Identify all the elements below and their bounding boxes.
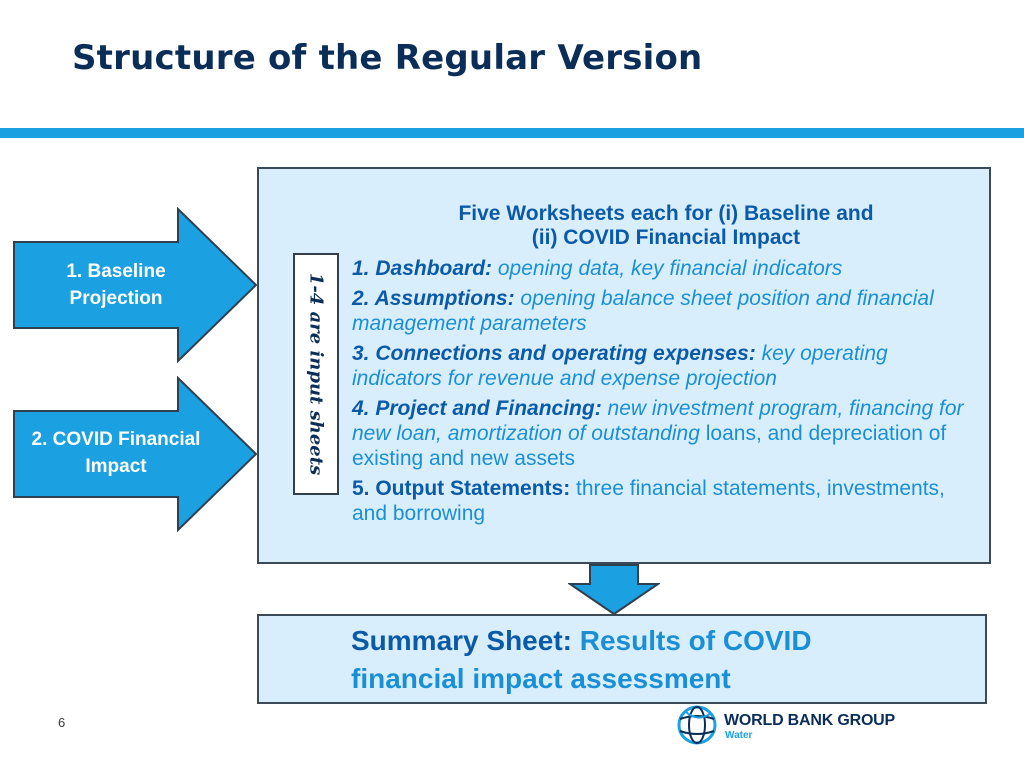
list-item: 2. Assumptions: opening balance sheet po… xyxy=(352,286,972,336)
list-item: 4. Project and Financing: new investment… xyxy=(352,396,972,471)
worksheet-key: 4. Project and Financing: xyxy=(352,397,602,420)
covid-arrow-label: 2. COVID Financial Impact xyxy=(31,429,201,477)
list-item: 1. Dashboard: opening data, key financia… xyxy=(352,256,972,281)
worksheets-heading: Five Worksheets each for (i) Baseline an… xyxy=(372,202,960,250)
input-sheets-label-text: 1-4 are input sheets xyxy=(305,272,327,476)
worksheet-desc-tail: loans, and depreciation of existing and … xyxy=(352,422,947,470)
worksheet-key: 5. Output Statements: xyxy=(352,477,571,500)
page-number: 6 xyxy=(58,715,66,730)
summary-key: Summary Sheet: xyxy=(351,625,572,656)
worksheet-desc: key operating indicators for revenue and… xyxy=(352,342,888,390)
list-item: 5. Output Statements: three financial st… xyxy=(352,476,972,526)
logo-name: WORLD BANK GROUP xyxy=(724,712,896,729)
worksheet-desc: new investment program, financing for ne… xyxy=(352,397,964,445)
worksheet-key: 1. Dashboard: xyxy=(352,257,493,280)
down-arrow xyxy=(568,564,660,616)
worksheets-box xyxy=(257,167,991,564)
worksheet-key: 2. Assumptions: xyxy=(352,287,515,310)
page-title: Structure of the Regular Version xyxy=(72,38,703,78)
worksheets-list: 1. Dashboard: opening data, key financia… xyxy=(352,256,972,531)
covid-arrow xyxy=(13,376,258,532)
worksheet-desc: opening data, key financial indicators xyxy=(497,257,843,280)
baseline-arrow-label: 1. Baseline Projection xyxy=(66,261,166,309)
summary-text: Summary Sheet: Results of COVID financia… xyxy=(351,622,931,698)
summary-desc: Results of COVID financial impact assess… xyxy=(351,625,812,694)
baseline-arrow xyxy=(13,207,258,363)
worksheet-desc: opening balance sheet position and finan… xyxy=(352,287,934,335)
worksheets-heading-line1: Five Worksheets each for (i) Baseline an… xyxy=(458,202,874,225)
worksheets-heading-line2: (ii) COVID Financial Impact xyxy=(531,226,801,249)
worksheet-key: 3. Connections and operating expenses: xyxy=(352,342,756,365)
summary-box xyxy=(257,614,987,704)
globe-icon xyxy=(677,705,717,745)
header-divider-bar xyxy=(0,128,1024,138)
worksheet-desc: three financial statements, investments,… xyxy=(352,477,945,525)
list-item: 3. Connections and operating expenses: k… xyxy=(352,341,972,391)
logo-subtitle: Water xyxy=(725,730,753,741)
input-sheets-label: 1-4 are input sheets xyxy=(293,253,339,495)
